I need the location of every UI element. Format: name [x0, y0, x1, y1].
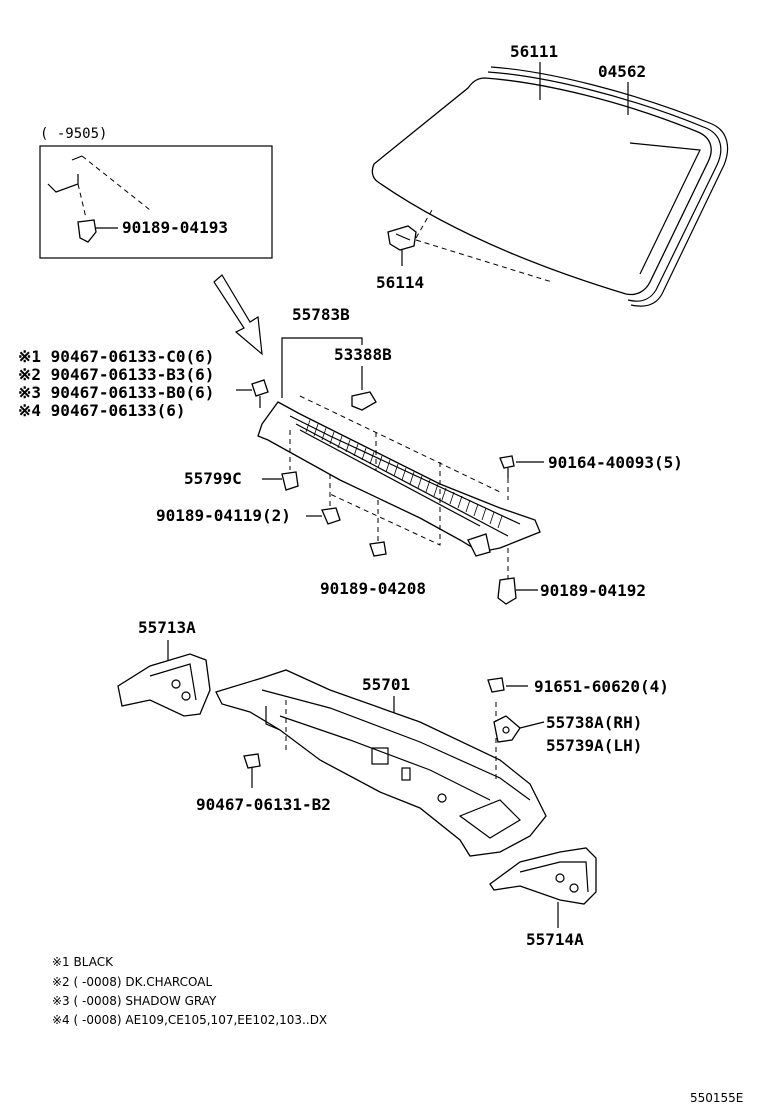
label-bolt-40093: 90164-40093(5) [548, 453, 683, 472]
clip-04192[interactable] [497, 577, 517, 605]
label-cowl-panel: 55701 [362, 675, 410, 694]
label-brace-rh: 55738A(RH) [546, 713, 642, 732]
label-screw-1: ※1 90467-06133-C0(6) [18, 347, 214, 366]
label-clip-06131: 90467-06131-B2 [196, 795, 331, 814]
windshield-glass[interactable] [371, 66, 729, 307]
cowl-clip-53388b[interactable] [351, 391, 377, 411]
label-screw-3: ※3 90467-06133-B0(6) [18, 383, 214, 402]
label-cowl-louver: 55783B [292, 305, 350, 324]
inset-clip[interactable] [77, 219, 97, 243]
label-stopper: 56114 [376, 273, 424, 292]
cowl-louver-part[interactable] [257, 401, 541, 557]
seal-55799c[interactable] [281, 471, 299, 491]
label-screw-4: ※4 90467-06133(6) [18, 401, 186, 420]
stopper-part[interactable] [387, 225, 417, 251]
diagram-id: 550155E [690, 1091, 743, 1105]
note-4: ※4 ( -0008) AE109,CE105,107,EE102,103..D… [52, 1013, 327, 1027]
label-brace-lh: 55739A(LH) [546, 736, 642, 755]
inset-range: ( -9505) [40, 126, 107, 142]
bolt-40093[interactable] [499, 455, 515, 478]
note-3: ※3 ( -0008) SHADOW GRAY [52, 994, 217, 1008]
cowl-panel-55701[interactable] [215, 669, 547, 857]
note-2: ※2 ( -0008) DK.CHARCOAL [52, 975, 212, 989]
bracket-left-55713a[interactable] [117, 653, 211, 717]
clip-04119[interactable] [321, 507, 341, 525]
direction-arrow [213, 274, 263, 356]
label-cowl-clip: 53388B [334, 345, 392, 364]
label-inset-clip: 90189-04193 [122, 218, 228, 237]
bracket-right-55714a[interactable] [489, 847, 597, 905]
label-clip-04192: 90189-04192 [540, 581, 646, 600]
inset-box [39, 145, 273, 259]
label-seal: 55799C [184, 469, 242, 488]
label-clip-04119: 90189-04119(2) [156, 506, 291, 525]
label-bracket-left: 55713A [138, 618, 196, 637]
label-clip-04208: 90189-04208 [320, 579, 426, 598]
label-bracket-right: 55714A [526, 930, 584, 949]
clip-04208[interactable] [369, 541, 387, 557]
clip-06131[interactable] [243, 753, 261, 788]
note-1: ※1 BLACK [52, 955, 114, 969]
bolt-60620[interactable] [487, 677, 505, 693]
label-screw-2: ※2 90467-06133-B3(6) [18, 365, 214, 384]
label-windshield: 56111 [510, 42, 558, 61]
color-notes: ※1 BLACK ※2 ( -0008) DK.CHARCOAL ※3 ( -0… [52, 955, 327, 1027]
brace-55738a-55739a[interactable] [493, 715, 521, 743]
screw-90467-06133[interactable] [251, 379, 269, 408]
label-bolt-60620: 91651-60620(4) [534, 677, 669, 696]
label-molding: 04562 [598, 62, 646, 81]
